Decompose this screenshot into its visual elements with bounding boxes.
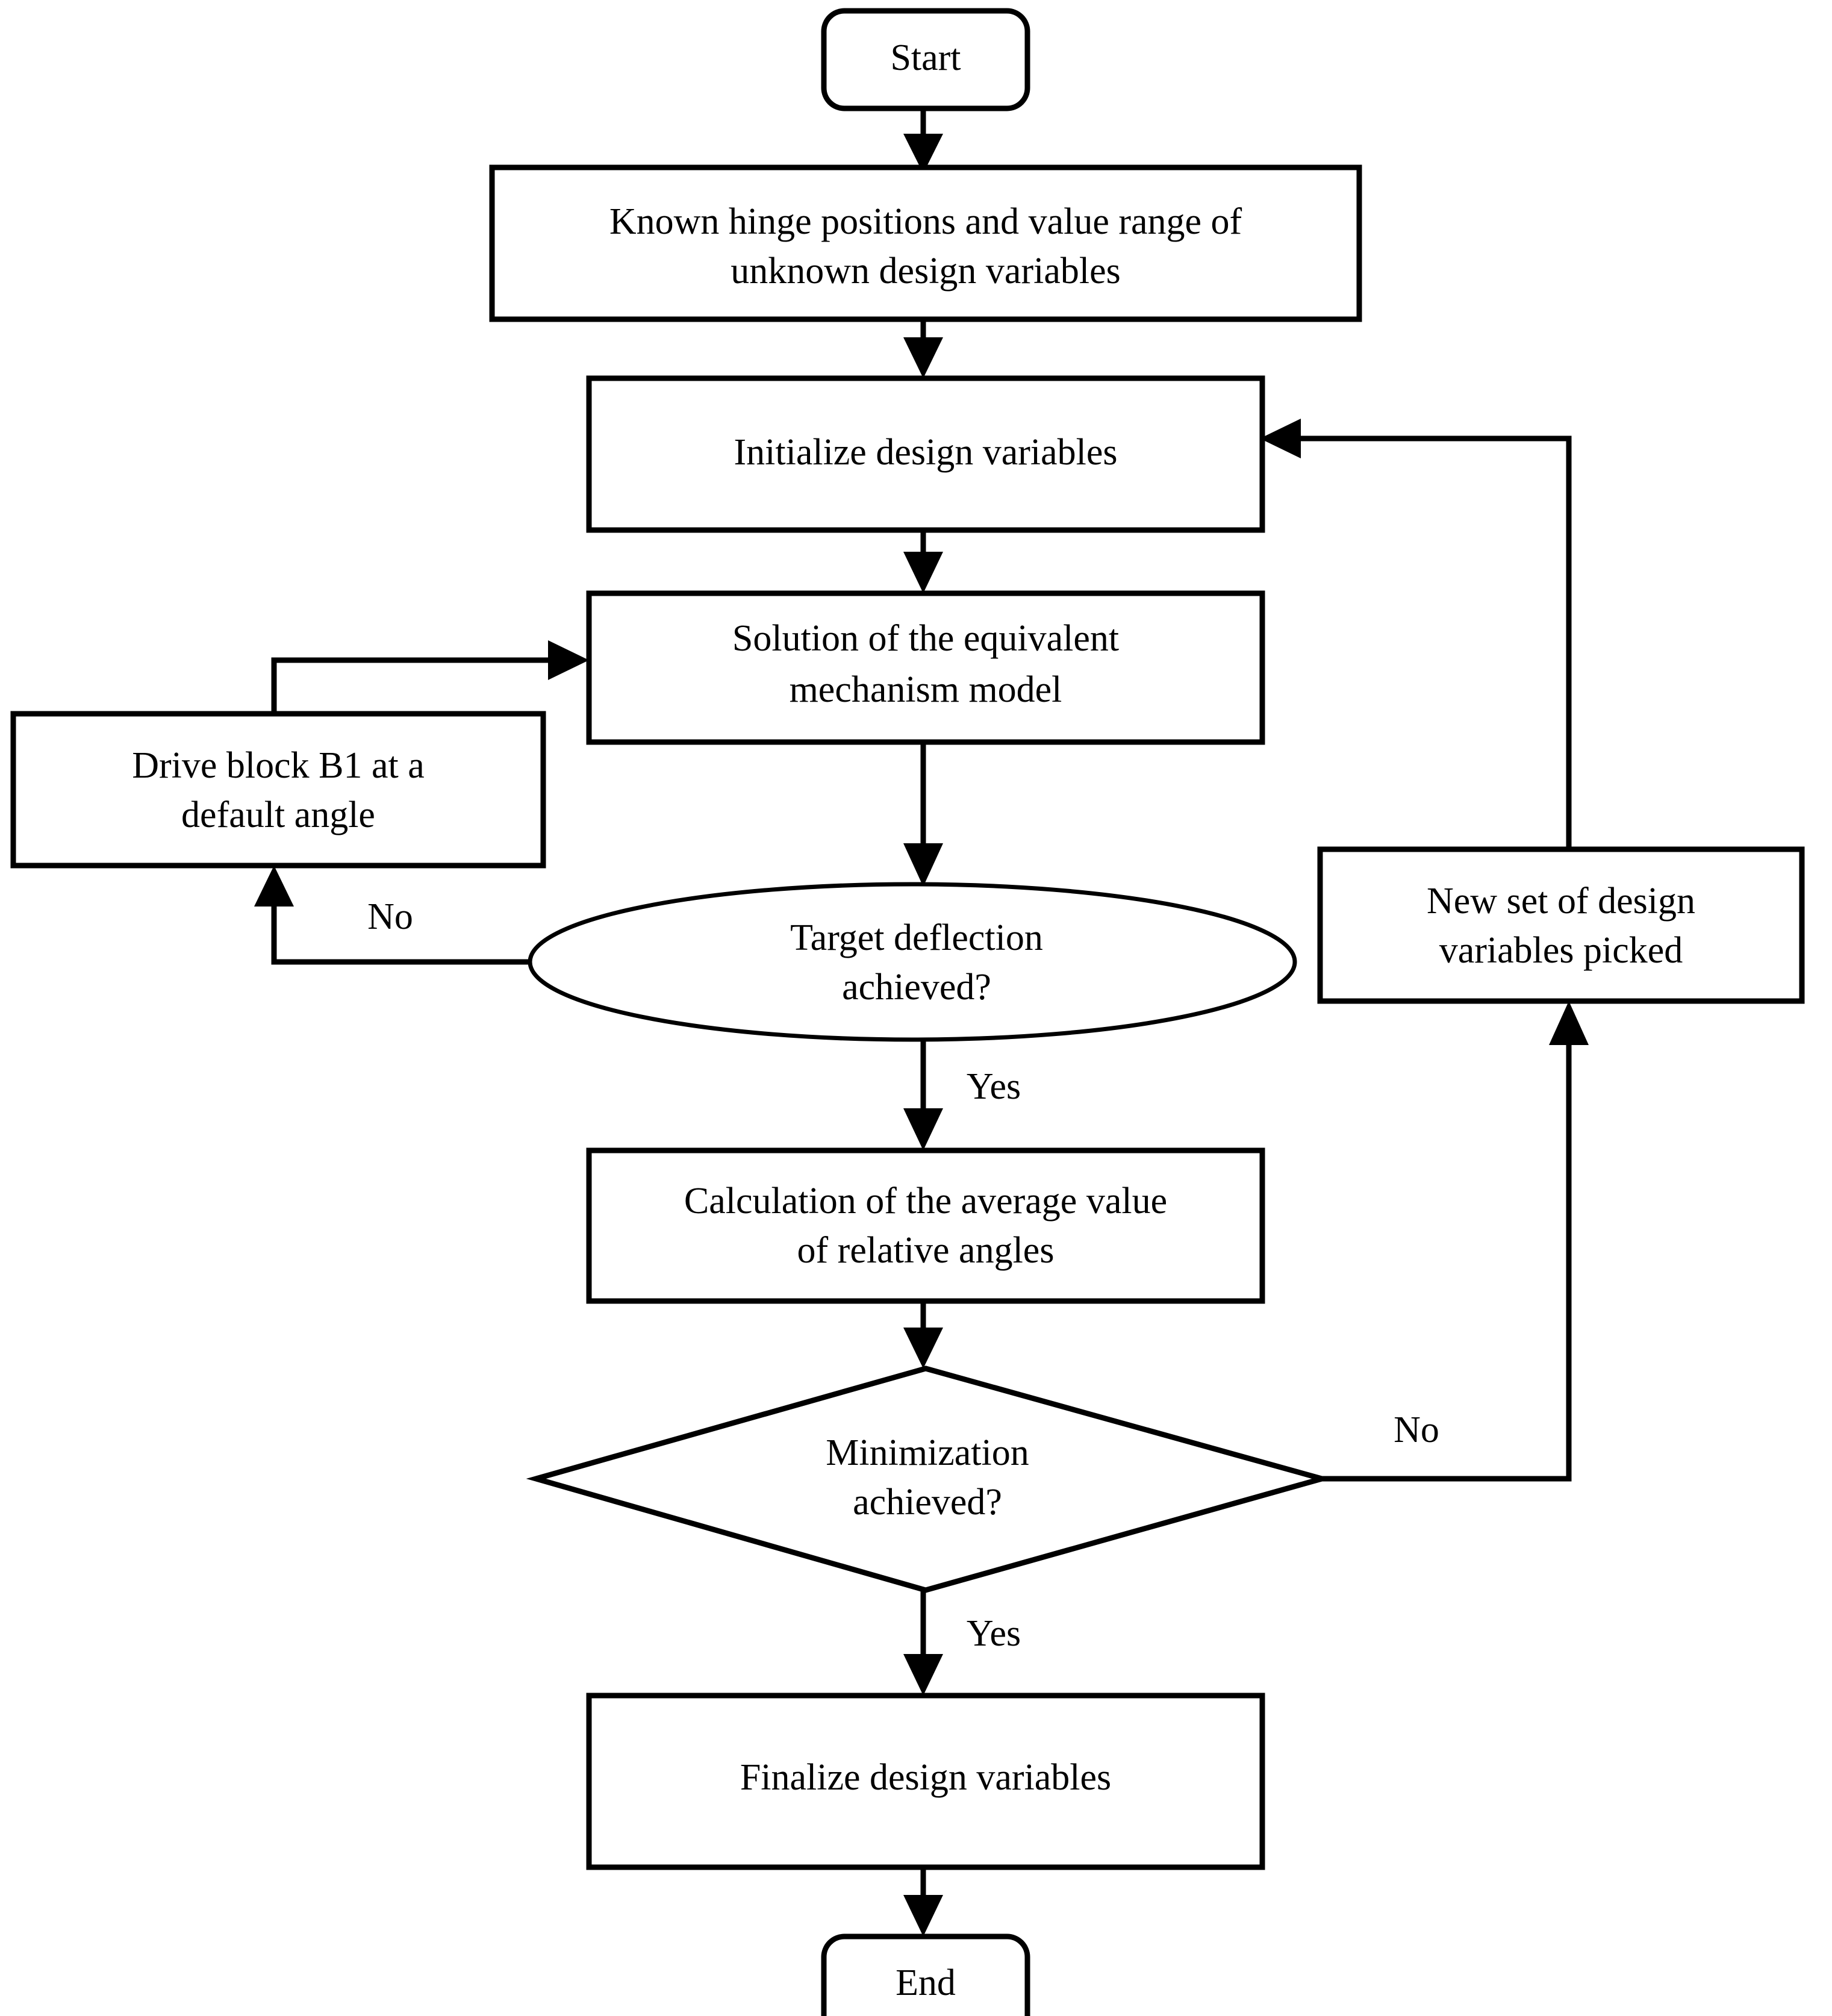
edge-finalize-to-end <box>903 1867 943 1936</box>
solution-label-line1: Solution of the equivalent <box>732 618 1119 659</box>
node-finalize[interactable]: Finalize design variables <box>586 1693 1265 1870</box>
finalize-label-line1: Finalize design variables <box>740 1757 1111 1798</box>
start-label: Start <box>890 37 961 78</box>
edge-label-minimization-no: No <box>1394 1409 1439 1450</box>
edge-target-no-to-drive-block <box>254 866 530 965</box>
edge-calculation-to-minimization <box>903 1301 943 1368</box>
end-label: End <box>896 1962 956 2003</box>
edge-start-to-known-hinge <box>903 108 943 173</box>
known-hinge-label-line1: Known hinge positions and value range of <box>609 201 1242 242</box>
edge-label-target-no: No <box>367 896 413 937</box>
new-set-label-line2: variables picked <box>1439 930 1683 971</box>
drive-block-label-line2: default angle <box>181 794 375 835</box>
known-hinge-label-line2: unknown design variables <box>731 251 1120 292</box>
edge-minimization-yes-to-finalize <box>903 1590 943 1696</box>
initialize-label-line1: Initialize design variables <box>734 432 1118 473</box>
edge-solution-to-target-deflection <box>903 742 943 887</box>
new-set-shape <box>1317 846 1805 1004</box>
node-known-hinge[interactable]: Known hinge positions and value range of… <box>489 164 1362 322</box>
target-deflection-label-line2: achieved? <box>842 967 991 1008</box>
node-new-set[interactable]: New set of design variables picked <box>1317 846 1805 1004</box>
calculation-label-line2: of relative angles <box>797 1230 1055 1271</box>
target-deflection-shape <box>528 882 1297 1042</box>
edge-label-minimization-yes: Yes <box>967 1613 1021 1654</box>
calculation-label-line1: Calculation of the average value <box>684 1181 1167 1222</box>
solution-label-line2: mechanism model <box>790 669 1062 710</box>
minimization-label-line2: achieved? <box>853 1482 1002 1523</box>
drive-block-shape <box>10 711 546 869</box>
node-initialize[interactable]: Initialize design variables <box>586 375 1265 533</box>
minimization-label-line1: Minimization <box>826 1432 1029 1473</box>
calculation-shape <box>586 1147 1265 1304</box>
drive-block-label-line1: Drive block B1 at a <box>132 745 425 786</box>
node-solution[interactable]: Solution of the equivalent mechanism mod… <box>586 590 1265 745</box>
start-shape <box>821 8 1030 111</box>
edge-minimization-no-to-new-set <box>1322 1001 1589 1482</box>
node-calculation[interactable]: Calculation of the average value of rela… <box>586 1147 1265 1304</box>
edge-drive-block-to-solution <box>271 640 589 714</box>
initialize-shape <box>586 375 1265 533</box>
finalize-shape <box>586 1693 1265 1870</box>
new-set-label-line1: New set of design <box>1427 881 1695 922</box>
minimization-shape <box>526 1365 1332 1593</box>
known-hinge-shape <box>489 164 1362 322</box>
edge-known-hinge-to-initialize <box>903 319 943 378</box>
edge-target-yes-to-calculation <box>903 1039 943 1150</box>
edge-new-set-to-initialize <box>1260 419 1572 849</box>
node-end[interactable]: End <box>821 1933 1030 2016</box>
node-start[interactable]: Start <box>821 8 1030 111</box>
node-drive-block[interactable]: Drive block B1 at a default angle <box>10 711 546 869</box>
node-minimization[interactable]: Minimization achieved? <box>526 1365 1332 1593</box>
target-deflection-label-line1: Target deflection <box>790 917 1043 958</box>
edge-label-target-yes: Yes <box>967 1066 1021 1107</box>
node-target-deflection[interactable]: Target deflection achieved? <box>528 882 1297 1042</box>
edge-initialize-to-solution <box>903 530 943 593</box>
solution-shape <box>586 590 1265 745</box>
end-shape <box>821 1933 1030 2016</box>
